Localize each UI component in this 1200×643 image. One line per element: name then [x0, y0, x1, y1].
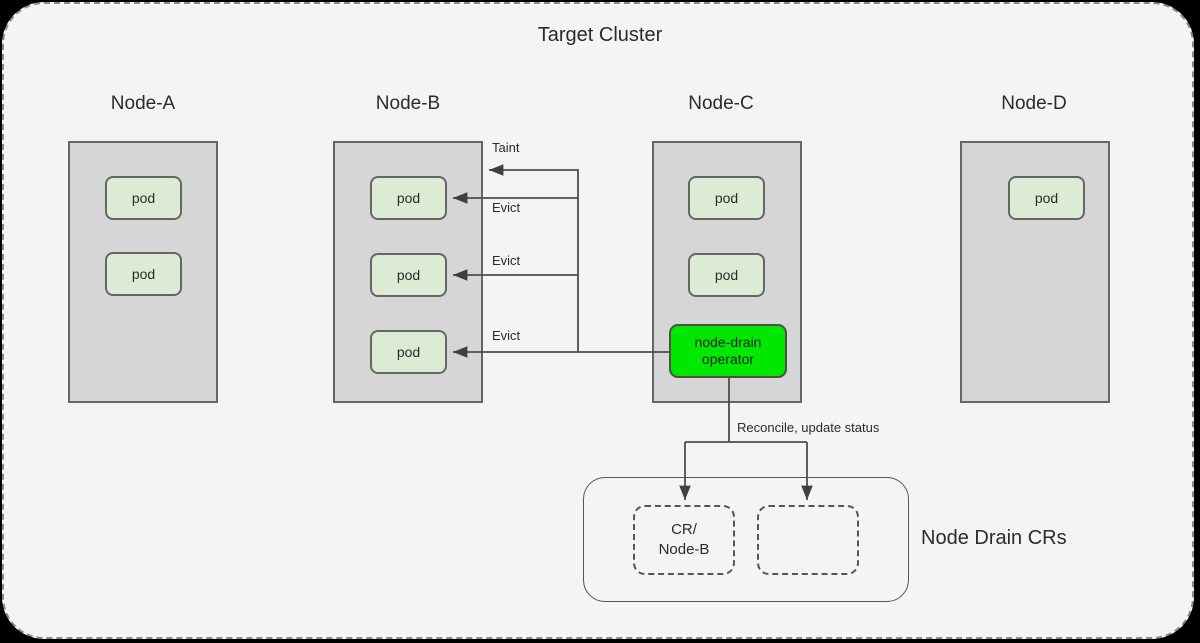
- node-b-pod-1[interactable]: pod: [370, 176, 447, 220]
- node-b-label: Node-B: [375, 93, 441, 114]
- edge-label-evict-3: Evict: [492, 328, 521, 343]
- node-drain-operator-line2: operator: [701, 351, 755, 367]
- node-a-pod-2[interactable]: pod: [105, 252, 182, 296]
- node-c-pod-1[interactable]: pod: [688, 176, 765, 220]
- node-d-label: Node-D: [1001, 93, 1067, 114]
- node-drain-crs-label: Node Drain CRs: [921, 527, 1067, 549]
- edge-label-evict-1: Evict: [492, 200, 521, 215]
- node-b-pod-3[interactable]: pod: [370, 330, 447, 374]
- node-drain-crs-container[interactable]: [583, 477, 909, 602]
- cr-node-b-line2: Node-B: [658, 541, 710, 558]
- node-drain-operator-line1: node-drain: [694, 334, 762, 350]
- cr-empty-box[interactable]: [757, 505, 859, 575]
- node-d-box[interactable]: [960, 141, 1110, 403]
- target-cluster-title: Target Cluster: [537, 24, 663, 46]
- node-a-label: Node-A: [110, 93, 176, 114]
- node-c-pod-2[interactable]: pod: [688, 253, 765, 297]
- node-c-label: Node-C: [688, 93, 754, 114]
- cr-node-b-box[interactable]: CR/ Node-B: [633, 505, 735, 575]
- node-d-pod-1[interactable]: pod: [1008, 176, 1085, 220]
- edge-label-reconcile: Reconcile, update status: [737, 420, 880, 435]
- edge-label-taint: Taint: [492, 140, 520, 155]
- node-b-pod-2[interactable]: pod: [370, 253, 447, 297]
- node-a-pod-1[interactable]: pod: [105, 176, 182, 220]
- cr-node-b-line1: CR/: [671, 521, 697, 538]
- node-drain-operator[interactable]: node-drain operator: [669, 324, 787, 378]
- edge-label-evict-2: Evict: [492, 253, 521, 268]
